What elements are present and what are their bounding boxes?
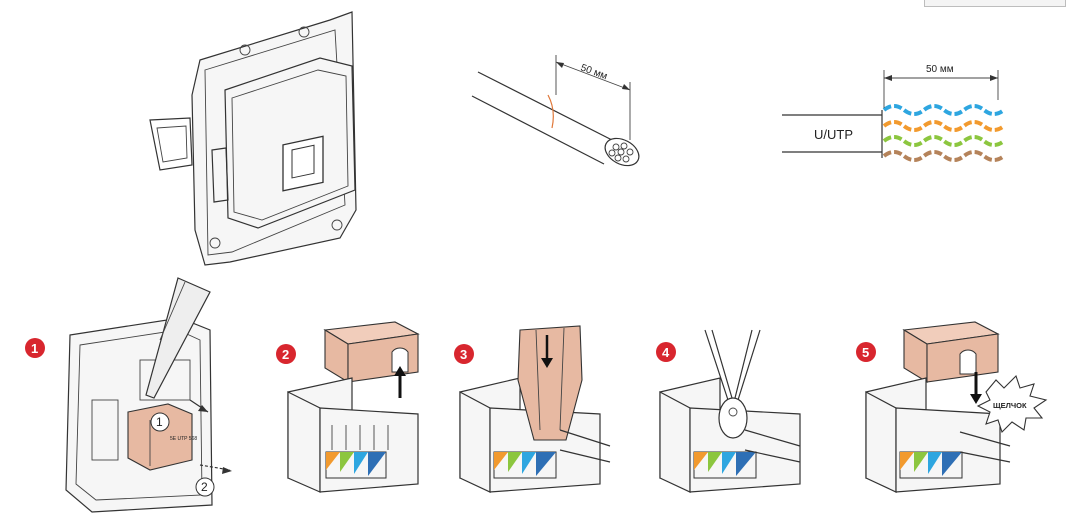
jack-marking: 5E UTP 568 (170, 436, 197, 442)
click-sound-label: ЩЕЛЧОК (993, 401, 1027, 410)
cable-strip-length-label: 50 мм (579, 62, 609, 82)
step-4-badge: 4 (656, 342, 676, 362)
step-3-illustration (459, 325, 611, 493)
step-3-number: 3 (460, 347, 467, 362)
step-3-badge: 3 (454, 344, 474, 364)
twisted-pairs-illustration (782, 70, 1006, 162)
step-4-illustration (659, 329, 801, 493)
step-1-illustration (65, 277, 232, 513)
cable-stripping-illustration (471, 55, 640, 167)
wire-strip-length-label: 50 мм (926, 64, 954, 75)
step-5-number: 5 (862, 345, 869, 360)
step-5-illustration (865, 321, 1048, 493)
svg-text:1: 1 (156, 415, 163, 429)
socket-module-illustration (149, 11, 357, 266)
step-5-badge: 5 (856, 342, 876, 362)
substep-2-marker: 2 (195, 477, 215, 497)
step-2-badge: 2 (276, 344, 296, 364)
step-4-number: 4 (662, 345, 670, 360)
cable-type-label: U/UTP (814, 127, 853, 142)
substep-1-marker: 1 (150, 412, 170, 432)
svg-text:2: 2 (201, 480, 208, 494)
step-1-badge: 1 (25, 338, 45, 358)
step-1-number: 1 (31, 341, 38, 356)
step-2-illustration (287, 321, 420, 493)
step-2-number: 2 (282, 347, 289, 362)
